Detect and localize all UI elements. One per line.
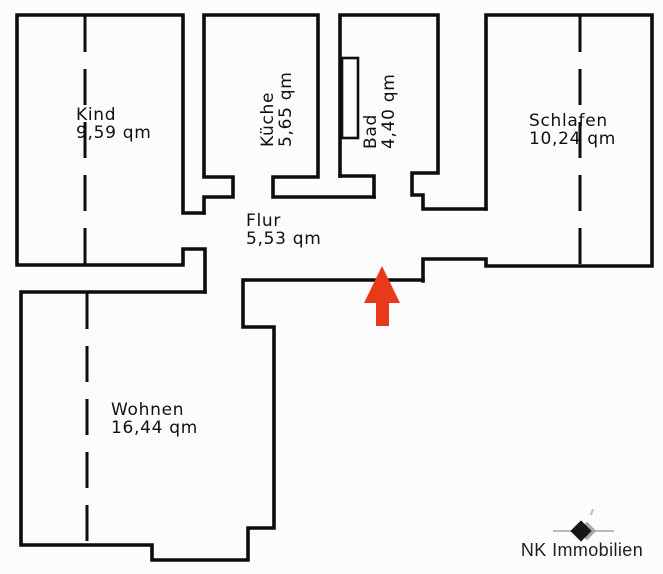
kind-walls bbox=[15, 13, 207, 294]
room-area: 10,24 qm bbox=[529, 129, 617, 149]
room-area: 5,65 qm bbox=[276, 71, 296, 147]
schlafen-walls bbox=[421, 13, 654, 283]
bad-walls bbox=[338, 13, 488, 211]
room-area: 4,40 qm bbox=[379, 73, 399, 149]
room-area: 9,59 qm bbox=[76, 123, 152, 143]
room-name: Kind bbox=[76, 105, 117, 125]
room-name: Bad bbox=[361, 114, 381, 149]
room-name: Küche bbox=[258, 91, 278, 147]
room-label-kueche: Küche 5,65 qm bbox=[258, 69, 299, 147]
room-label-flur: Flur 5,53 qm bbox=[246, 212, 322, 248]
bathtub-icon bbox=[340, 56, 360, 140]
room-name: Wohnen bbox=[111, 400, 185, 420]
room-area: 16,44 qm bbox=[111, 418, 199, 438]
logo-diamond bbox=[570, 520, 592, 542]
room-label-schlafen: Schlafen 10,24 qm bbox=[529, 112, 616, 148]
logo-diamond-icon bbox=[553, 508, 614, 542]
entrance-arrow-icon bbox=[364, 266, 400, 326]
room-area: 5,53 qm bbox=[246, 229, 322, 249]
room-label-wohnen: Wohnen 16,44 qm bbox=[111, 401, 198, 437]
walls-group bbox=[15, 13, 654, 562]
room-label-kind: Kind 9,59 qm bbox=[76, 106, 152, 142]
bad-step-wall bbox=[338, 174, 376, 199]
kueche-walls bbox=[202, 13, 376, 215]
dashed-lines-group bbox=[83, 16, 582, 544]
room-name: Schlafen bbox=[529, 111, 608, 131]
room-label-bad: Bad 4,40 qm bbox=[361, 73, 402, 149]
flur-wohnen-walls bbox=[19, 278, 425, 562]
logo-accent-mark bbox=[590, 508, 594, 516]
room-name: Flur bbox=[246, 211, 282, 231]
logo-company-name: NK Immobilien bbox=[520, 540, 644, 560]
